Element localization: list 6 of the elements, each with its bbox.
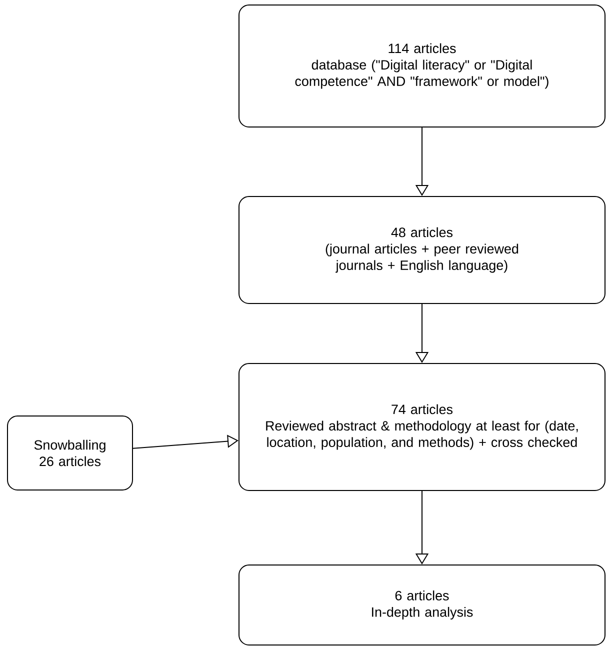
process-box: 114 articles database ("Digital literacy" or "Digital competence" AND "framework" or model") [238,4,606,128]
process-box: 48 articles (journal articles + peer reviewed journals + English language) [238,196,606,304]
process-box: 6 articles In-depth analysis [238,564,606,646]
process-box: Snowballing 26 articles [7,416,133,490]
process-box: 74 articles Reviewed abstract & methodology at least for (date, location, population, and methods) + cross checked [238,363,606,491]
arrow [132,434,238,449]
